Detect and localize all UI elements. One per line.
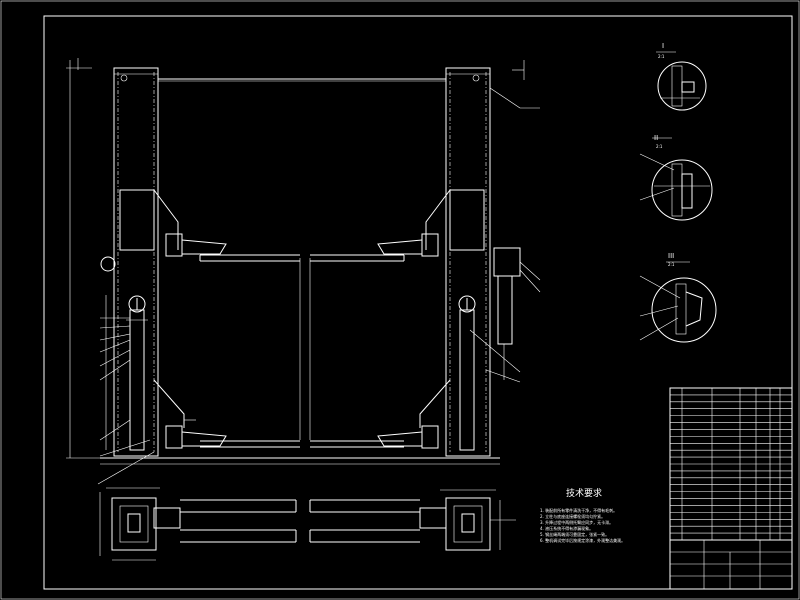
title-block [669, 539, 793, 590]
note-item: 3. 升降过程中两侧托臂应同步，无卡滞。 [540, 519, 613, 525]
detail-2-scale: 2:1 [656, 144, 663, 149]
plan-view [99, 487, 516, 561]
notes-heading: 技术要求 [566, 487, 602, 499]
technical-notes: 技术要求 1. 装配前所有零件清洗干净，不得有毛刺。 2. 立柱与底座连接螺栓须… [540, 487, 625, 543]
detail-view-1 [656, 51, 707, 111]
detail-1-scale: 2:1 [658, 54, 665, 59]
detail-view-3 [639, 261, 717, 343]
note-item: 6. 整机调试完毕后按规定涂漆，外观整洁美观。 [540, 537, 625, 543]
note-item: 2. 立柱与底座连接螺栓须均匀拧紧。 [540, 513, 605, 519]
detail-1-label: I [662, 42, 664, 50]
right-column [310, 67, 521, 457]
left-column [100, 67, 300, 457]
detail-3-label: III [668, 252, 674, 260]
detail-3-scale: 2:1 [668, 262, 675, 267]
front-view [66, 58, 541, 485]
sheet-frame [43, 15, 793, 590]
note-item: 4. 液压系统不得有渗漏现象。 [540, 525, 593, 531]
detail-2-label: II [654, 134, 658, 142]
note-item: 5. 钢丝绳两端须可靠固定，张紧一致。 [540, 531, 609, 537]
note-item: 1. 装配前所有零件清洗干净，不得有毛刺。 [540, 507, 617, 513]
detail-view-2 [639, 137, 713, 221]
parts-list [669, 387, 793, 541]
